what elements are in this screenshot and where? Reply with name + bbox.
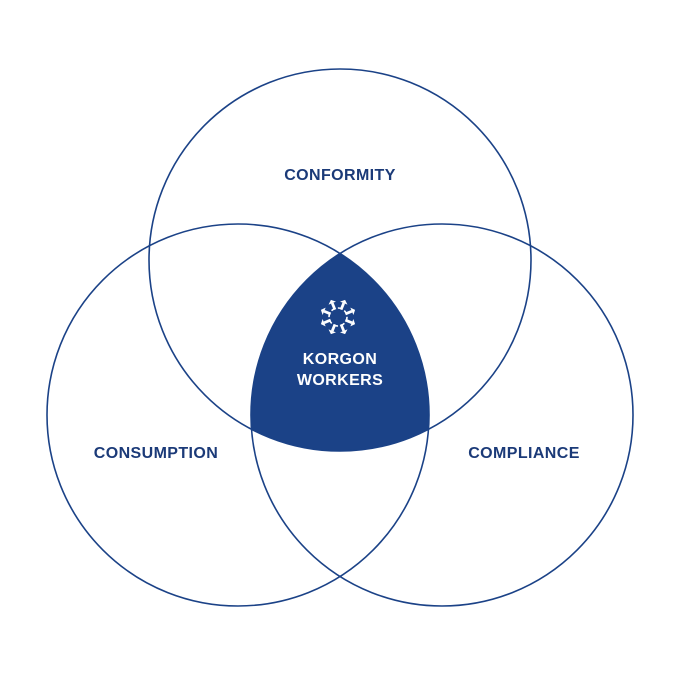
gear-segment-tip [340, 299, 348, 305]
center-intersection-fill [251, 224, 429, 451]
gear-segment-bar [344, 309, 353, 316]
gear-segment-tip [340, 329, 348, 335]
gear-segment-tip [328, 299, 336, 305]
gear-segment-tip [350, 319, 356, 327]
circle-conformity [148, 68, 532, 452]
gear-icon [320, 299, 356, 335]
gear-segment-tip [328, 329, 336, 335]
center-label-line-2: WORKERS [297, 372, 383, 389]
circle-compliance [250, 223, 634, 607]
gear-segment [328, 299, 337, 311]
gear-ring [328, 307, 348, 327]
center-label-line-1: KORGON [303, 351, 377, 368]
label-compliance: COMPLIANCE [468, 445, 580, 462]
gear-segment-tip [320, 307, 326, 315]
label-consumption: CONSUMPTION [94, 445, 218, 462]
gear-segment-tip [320, 319, 326, 327]
gear-segment-tip [350, 307, 356, 315]
circle-consumption [46, 223, 430, 607]
gear-segment [320, 318, 332, 327]
label-conformity: CONFORMITY [284, 167, 396, 184]
gear-segment [344, 307, 356, 316]
gear-segment-bar [323, 318, 332, 325]
gear-segment-bar [330, 302, 337, 311]
